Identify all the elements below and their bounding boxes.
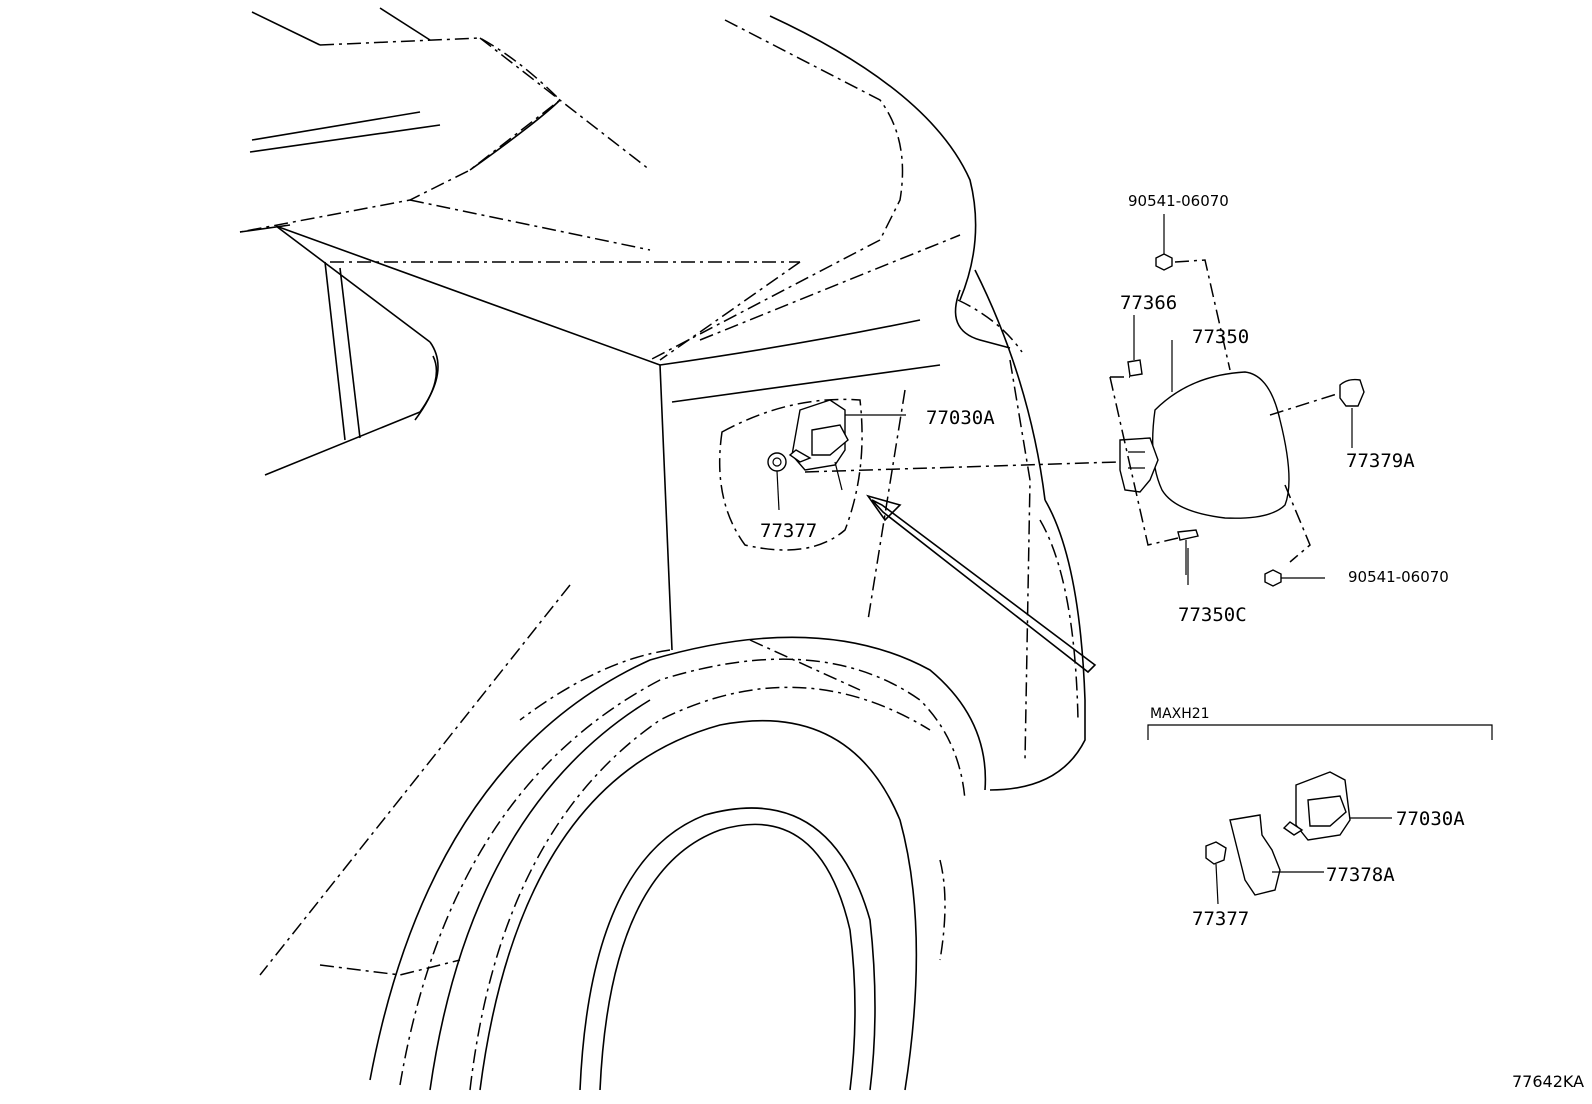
- bolt-bottom-part: [1264, 569, 1325, 587]
- screw-part: [1177, 529, 1199, 585]
- label-screw: 77350C: [1178, 604, 1247, 626]
- car-body-outline: [239, 7, 1086, 1091]
- label-nut-main: 77377: [760, 520, 818, 542]
- variant-group: [1147, 724, 1493, 905]
- label-nut-alt: 77377: [1192, 908, 1250, 930]
- label-stopper: 77379A: [1346, 450, 1415, 472]
- label-actuator-alt: 77030A: [1396, 808, 1465, 830]
- actuator-main-part: [788, 399, 906, 491]
- label-bolt-bottom: 90541-06070: [1348, 568, 1449, 586]
- arrow-to-fuel-door: [866, 494, 1097, 674]
- fuel-lid-part: [804, 259, 1341, 563]
- variant-title: MAXH21: [1150, 706, 1210, 722]
- clip-part: [1127, 315, 1143, 377]
- label-actuator-main: 77030A: [926, 407, 995, 429]
- label-clip: 77366: [1120, 292, 1178, 314]
- label-lid: 77350: [1192, 326, 1250, 348]
- nut-main-part: [767, 452, 787, 511]
- stopper-part: [1339, 378, 1365, 448]
- diagram-id: 77642KA: [1512, 1072, 1585, 1091]
- bolt-top-part: [1155, 214, 1173, 271]
- label-bracket: 77378A: [1326, 864, 1395, 886]
- label-bolt-top: 90541-06070: [1128, 192, 1229, 210]
